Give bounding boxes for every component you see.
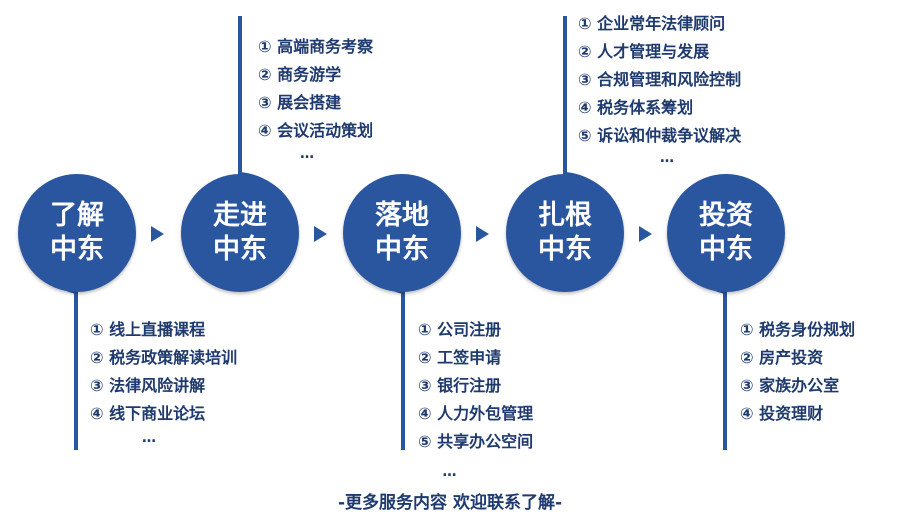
arrow-right-icon (476, 226, 489, 242)
list-item: ③ 合规管理和风险控制 (578, 70, 742, 89)
list-item: ① 企业常年法律顾问 (578, 14, 726, 33)
list-item: ② 人才管理与发展 (578, 42, 710, 61)
connector-line-land (401, 290, 405, 450)
stage-label-understand: 了解 中东 (50, 200, 104, 265)
list-item: ① 税务身份规划 (740, 320, 856, 339)
list-item: ③ 银行注册 (418, 376, 502, 395)
stage-label-enter: 走进 中东 (213, 200, 267, 265)
list-understand: ① 线上直播课程 ② 税务政策解读培训 ③ 法律风险讲解 ④ 线下商业论坛 (90, 316, 237, 428)
connector-line-invest (723, 290, 727, 450)
stage-label-land: 落地 中东 (375, 200, 429, 265)
list-item: ② 房产投资 (740, 348, 824, 367)
list-item: ④ 会议活动策划 (258, 121, 374, 140)
list-item: ④ 线下商业论坛 (90, 404, 206, 423)
stage-circle-enter: 走进 中东 (181, 174, 299, 292)
stage-circle-understand: 了解 中东 (18, 174, 136, 292)
stage-circle-root: 扎根 中东 (506, 174, 624, 292)
stage-circle-invest: 投资 中东 (667, 174, 785, 292)
ellipsis-enter: … (300, 146, 315, 162)
stage-label-invest: 投资 中东 (699, 200, 753, 265)
list-root: ① 企业常年法律顾问 ② 人才管理与发展 ③ 合规管理和风险控制 ④ 税务体系筹… (578, 10, 741, 150)
footer-ellipsis: … (442, 464, 458, 480)
footer-contact-text: -更多服务内容 欢迎联系了解- (337, 493, 563, 513)
list-item: ⑤ 共享办公空间 (418, 432, 534, 451)
ellipsis-root: … (660, 150, 675, 166)
list-item: ① 公司注册 (418, 320, 502, 339)
arrow-right-icon (151, 226, 164, 242)
list-item: ④ 投资理财 (740, 404, 824, 423)
list-item: ③ 法律风险讲解 (90, 376, 206, 395)
list-item: ④ 人力外包管理 (418, 404, 534, 423)
arrow-right-icon (314, 226, 327, 242)
connector-line-understand (74, 290, 78, 450)
list-item: ① 线上直播课程 (90, 320, 206, 339)
list-item: ③ 展会搭建 (258, 93, 342, 112)
ellipsis-understand: … (142, 430, 157, 446)
list-land: ① 公司注册 ② 工签申请 ③ 银行注册 ④ 人力外包管理 ⑤ 共享办公空间 (418, 316, 533, 456)
list-enter: ① 高端商务考察 ② 商务游学 ③ 展会搭建 ④ 会议活动策划 (258, 33, 373, 145)
list-item: ⑤ 诉讼和仲裁争议解决 (578, 126, 742, 145)
connector-line-root (563, 16, 567, 176)
list-item: ④ 税务体系筹划 (578, 98, 694, 117)
list-item: ① 高端商务考察 (258, 37, 374, 56)
list-invest: ① 税务身份规划 ② 房产投资 ③ 家族办公室 ④ 投资理财 (740, 316, 855, 428)
list-item: ② 工签申请 (418, 348, 502, 367)
list-item: ② 税务政策解读培训 (90, 348, 238, 367)
arrow-right-icon (639, 226, 652, 242)
connector-line-enter (238, 16, 242, 176)
list-item: ② 商务游学 (258, 65, 342, 84)
list-item: ③ 家族办公室 (740, 376, 840, 395)
stage-circle-land: 落地 中东 (343, 174, 461, 292)
stage-label-root: 扎根 中东 (538, 200, 592, 265)
